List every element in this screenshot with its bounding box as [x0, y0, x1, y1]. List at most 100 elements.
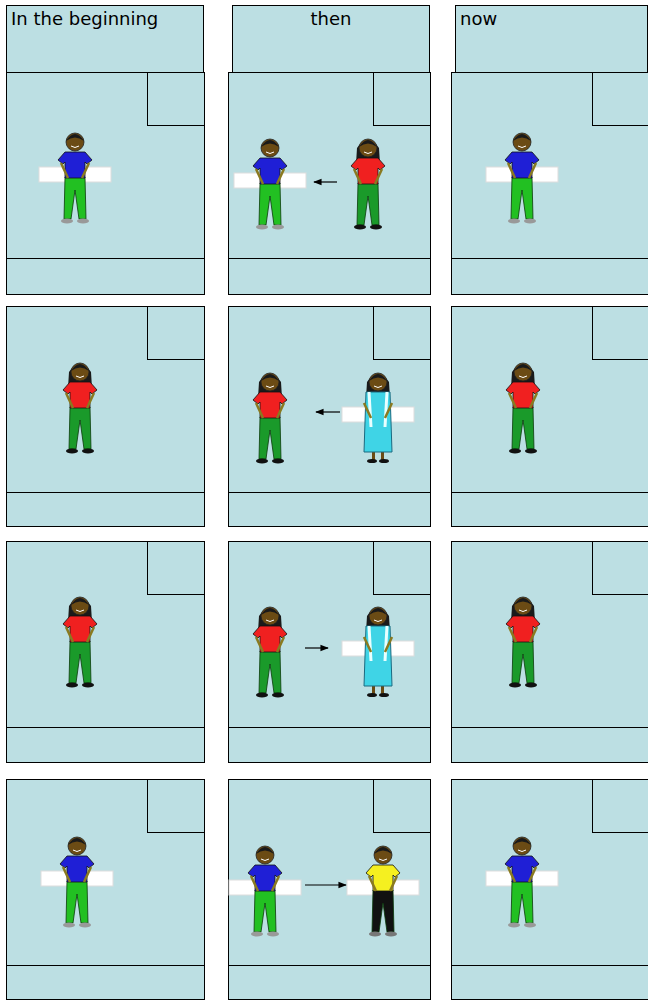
comic-panel: [229, 73, 431, 295]
person-figure: [506, 363, 540, 454]
person-figure: [351, 139, 385, 230]
head: [514, 597, 532, 615]
person-figure: [39, 133, 111, 224]
comic-panel: [7, 780, 205, 1000]
panel-frame: [452, 307, 648, 493]
person-figure: [253, 607, 287, 698]
caption-strip: [452, 493, 648, 527]
comic-panel: [7, 542, 205, 763]
head: [369, 607, 387, 625]
panel-frame: [229, 542, 431, 728]
head: [369, 373, 387, 391]
corner-box: [593, 780, 648, 833]
comic-panel: [452, 780, 648, 1000]
person-figure: [506, 597, 540, 688]
shirt: [506, 382, 540, 408]
hair: [513, 134, 531, 141]
arms: [66, 393, 94, 408]
header-text: now: [460, 8, 643, 30]
hair: [513, 838, 531, 845]
arms: [508, 163, 536, 178]
person-figure: [253, 373, 287, 464]
comic-panel: [452, 542, 648, 763]
person-figure: [347, 846, 419, 937]
arms: [251, 876, 279, 891]
trousers: [259, 417, 281, 459]
shirt: [253, 626, 287, 652]
hair: [514, 364, 532, 371]
trousers: [357, 183, 379, 225]
corner-box: [148, 542, 205, 595]
arms: [63, 867, 91, 882]
shirt: [63, 382, 97, 408]
trousers: [511, 177, 533, 219]
header-text: then: [237, 8, 425, 30]
hair: [369, 608, 387, 615]
head: [514, 363, 532, 381]
head: [359, 139, 377, 157]
head: [66, 133, 84, 151]
handover-arrow: [316, 411, 340, 412]
shirt: [505, 856, 539, 882]
head: [513, 837, 531, 855]
person-figure: [63, 363, 97, 454]
caption-strip: [452, 259, 648, 295]
head: [256, 846, 274, 864]
comic-panel: [229, 780, 431, 1000]
hair: [359, 140, 377, 147]
panel-frame: [229, 73, 431, 259]
shirt: [505, 152, 539, 178]
header-text: In the beginning: [11, 8, 199, 30]
corner-box: [374, 780, 431, 833]
hair: [256, 847, 274, 854]
hair: [68, 838, 86, 845]
handover-arrow: [314, 181, 337, 182]
dress: [364, 626, 392, 686]
hair: [369, 374, 387, 381]
panel-frame: [452, 780, 648, 966]
comic-panel: [7, 307, 205, 527]
head: [374, 846, 392, 864]
comic-panel: [7, 73, 205, 295]
arms: [508, 867, 536, 882]
person-figure: [486, 133, 558, 224]
arms: [256, 169, 284, 184]
arms: [256, 403, 284, 418]
shirt: [351, 158, 385, 184]
dress: [364, 392, 392, 452]
panel-frame: [229, 780, 431, 966]
person-figure: [486, 837, 558, 928]
head: [261, 139, 279, 157]
person-figure: [234, 139, 306, 230]
shirt: [253, 392, 287, 418]
trousers: [511, 881, 533, 923]
hair: [66, 134, 84, 141]
trousers: [372, 890, 394, 932]
corner-box: [148, 307, 205, 360]
trousers: [66, 881, 88, 923]
corner-box: [374, 73, 431, 126]
arms: [66, 627, 94, 642]
comic-panel: [452, 307, 648, 527]
person-figure: [342, 373, 414, 463]
caption-strip: [7, 493, 205, 527]
person-figure: [229, 846, 301, 937]
panel-frame: [452, 73, 648, 259]
caption-strip: [229, 493, 431, 527]
hair: [261, 608, 279, 615]
trousers: [259, 651, 281, 693]
shirt: [248, 865, 282, 891]
arms: [369, 876, 397, 891]
arms: [364, 637, 392, 652]
caption-strip: [7, 728, 205, 763]
arms: [509, 393, 537, 408]
shirt: [253, 158, 287, 184]
caption-strip: [7, 259, 205, 295]
corner-box: [148, 73, 205, 126]
corner-box: [374, 307, 431, 360]
hair: [71, 598, 89, 605]
arms: [364, 403, 392, 418]
head: [68, 837, 86, 855]
panel-frame: [7, 542, 205, 728]
